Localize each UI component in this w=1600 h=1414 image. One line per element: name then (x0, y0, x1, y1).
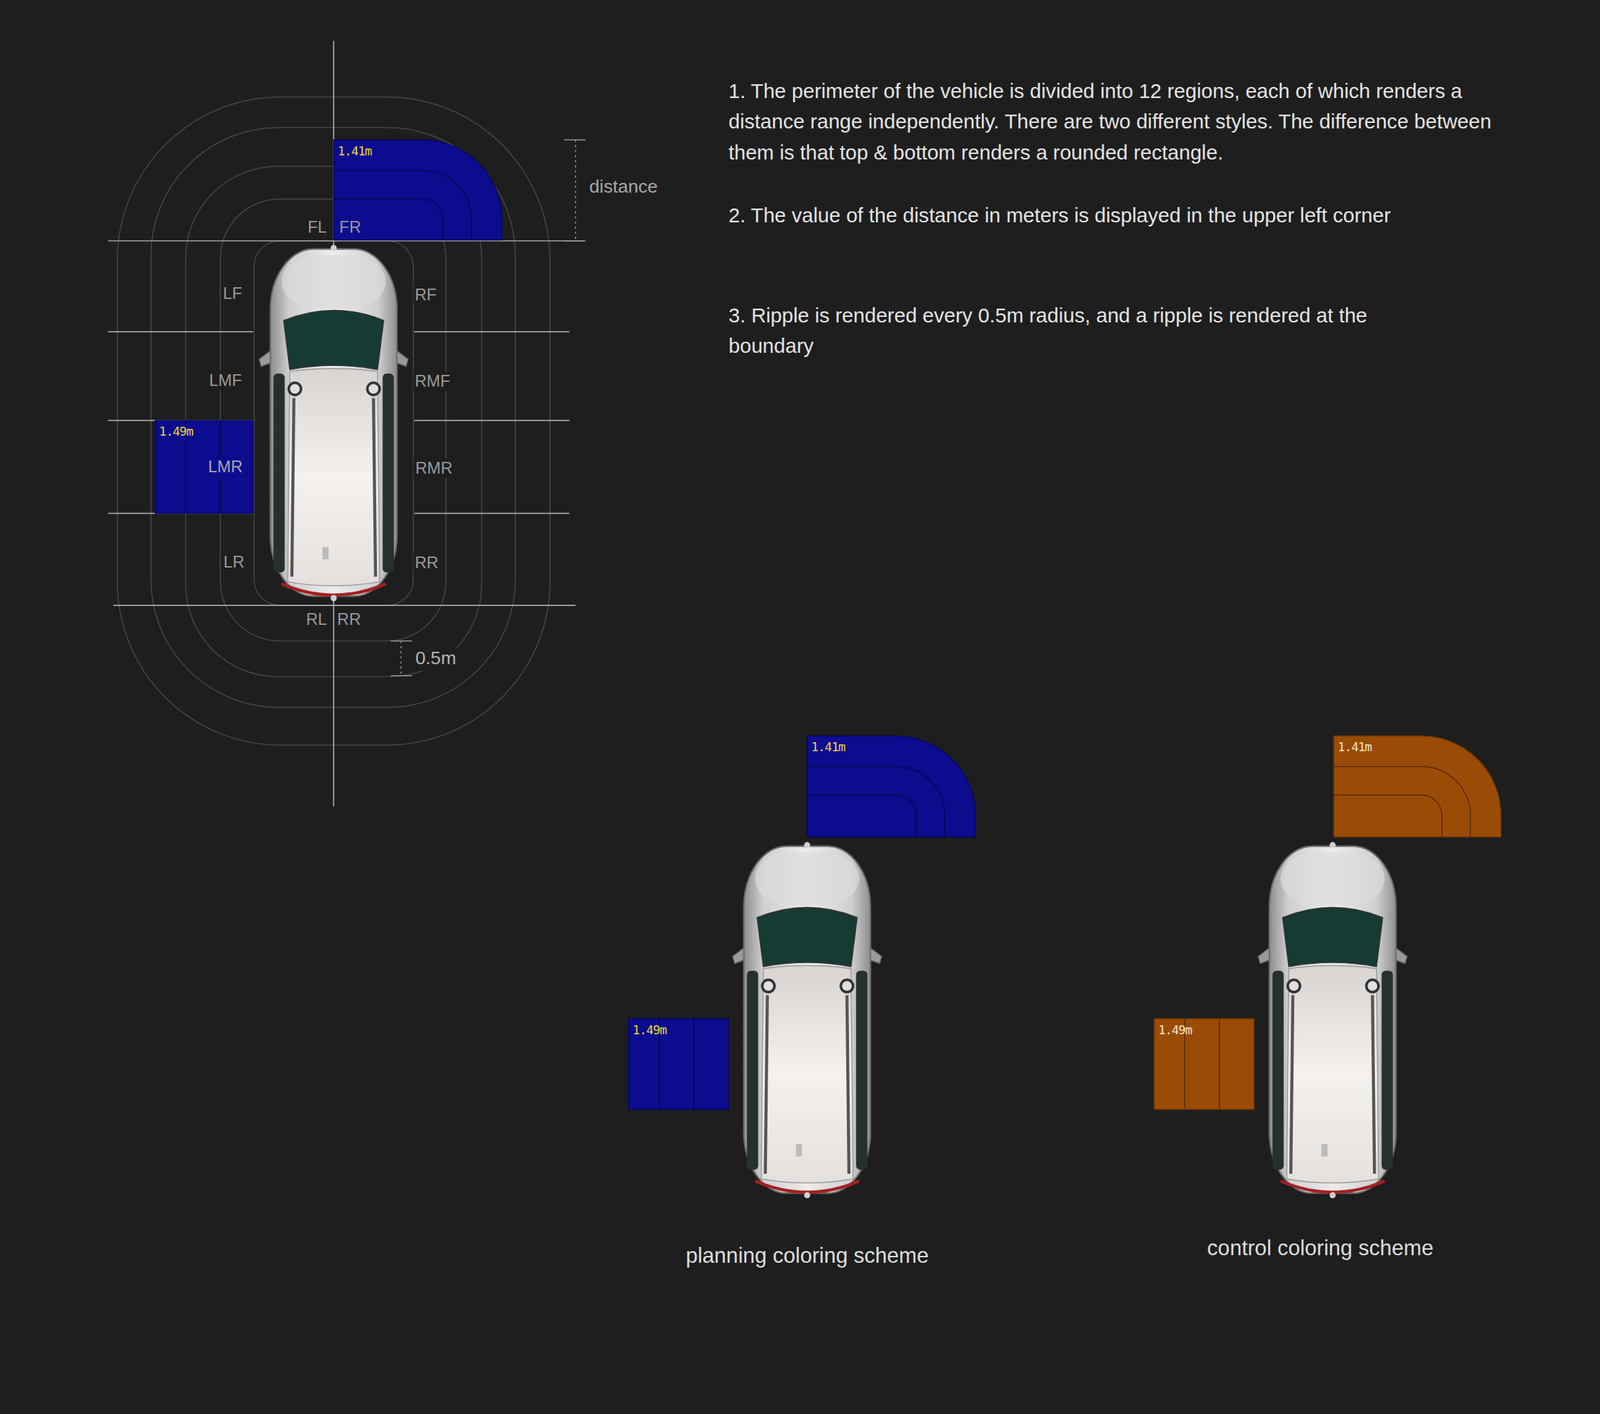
region-label: RR (335, 608, 364, 629)
car (1258, 842, 1408, 1199)
distance-value: 1.41m (1333, 735, 1501, 755)
distance-zone: 1.49m (1154, 1018, 1255, 1110)
zone-fill (333, 140, 502, 241)
region-label: LMR (206, 456, 246, 477)
region-label: LMF (207, 369, 244, 390)
distance-zone: 1.49m (628, 1018, 729, 1110)
note: 3. Ripple is rendered every 0.5m radius,… (728, 300, 1429, 362)
region-label: FR (337, 216, 364, 237)
ripple-line (333, 198, 443, 240)
region-label: RMR (413, 457, 455, 477)
car (732, 842, 882, 1199)
zone-fill (1333, 735, 1501, 837)
note: 1. The perimeter of the vehicle is divid… (728, 75, 1520, 168)
distance-value: 1.49m (628, 1018, 729, 1037)
note: 2. The value of the distance in meters i… (728, 200, 1429, 231)
zone-fill (1154, 1018, 1255, 1110)
region-label: RR (412, 552, 441, 573)
zone-fill (155, 420, 254, 514)
car (258, 245, 408, 602)
dimension-label: 0.5m (413, 648, 459, 671)
distance-value: 1.49m (1154, 1018, 1255, 1037)
caption: control coloring scheme (1205, 1234, 1436, 1260)
distance-zone: 1.41m (806, 735, 976, 837)
region-label: RF (412, 284, 439, 304)
zone-fill (628, 1018, 729, 1110)
ripple-line (693, 1018, 695, 1110)
region-label: LF (220, 283, 245, 303)
dimension-label: distance (587, 176, 660, 199)
ripple-line (1333, 766, 1471, 837)
region-label: FL (305, 216, 330, 237)
ripple-line (806, 766, 945, 837)
ripple-line (806, 795, 916, 838)
distance-zone: 1.41m (1333, 735, 1501, 837)
ripple-line (1333, 795, 1442, 838)
distance-value: 1.49m (155, 420, 254, 439)
region-label: LR (221, 551, 247, 571)
region-label: RMF (412, 370, 453, 390)
distance-value: 1.41m (333, 140, 502, 159)
distance-value: 1.41m (806, 735, 976, 755)
region-label: RL (304, 608, 330, 629)
caption: planning coloring scheme (683, 1241, 931, 1267)
zone-fill (806, 735, 976, 837)
ripple-line (333, 170, 472, 241)
ripple-line (1218, 1018, 1220, 1110)
region-divider-lines (108, 40, 584, 807)
